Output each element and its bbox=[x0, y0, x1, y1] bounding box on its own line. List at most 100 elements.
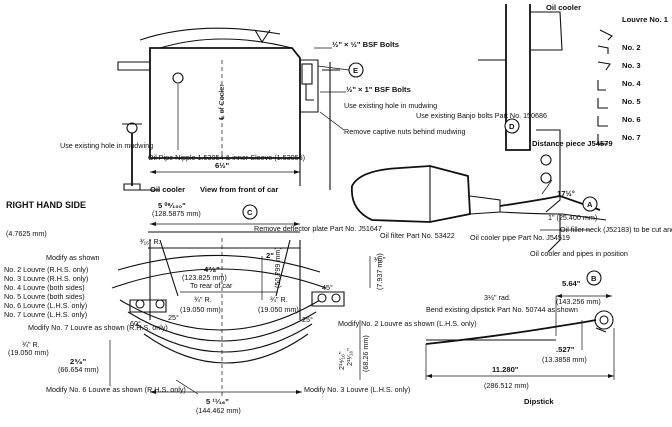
label-distance-piece: Distance piece J54579 bbox=[532, 139, 613, 148]
bracket-top bbox=[254, 29, 271, 44]
callout-c-circle bbox=[242, 204, 258, 220]
label-dim-286: (286.512 mm) bbox=[484, 381, 529, 390]
louvre-arc-3 bbox=[135, 323, 313, 353]
label-deg-45: 45° bbox=[322, 283, 333, 292]
cooler-pipe bbox=[499, 195, 601, 211]
label-dim-2-14: 2¹⁴⁄₁₆" bbox=[337, 351, 346, 370]
label-dim-2-5-8: 2⁵⁄₈" bbox=[70, 357, 87, 366]
label-dim-144: (144.462 mm) bbox=[196, 406, 241, 415]
louvre-upper-arc bbox=[117, 254, 321, 273]
dipstick-view: B bbox=[425, 270, 615, 380]
louvre-list-2: No. 2 Louvre (R.H.S. only) bbox=[4, 265, 88, 274]
label-dim-4762: (4.7625 mm) bbox=[6, 229, 47, 238]
label-dim-50: (50.799 mm) bbox=[273, 247, 282, 288]
louvre-arc-4 bbox=[143, 333, 309, 364]
label-dim-128: (128.5875 mm) bbox=[152, 209, 201, 218]
label-modify7: Modify No. 7 Louvre as shown (R.H.S. onl… bbox=[28, 323, 168, 332]
label-bsf-bolts-2: ½" × 1" BSF Bolts bbox=[346, 85, 411, 94]
left-bolt-2 bbox=[155, 299, 165, 309]
louvre-list-3: No. 3 Louvre (R.H.S. only) bbox=[4, 274, 88, 283]
label-cooler-pipe: Oil cooler pipe Part No. J54519 bbox=[470, 233, 570, 242]
label-dim-143: (143.256 mm) bbox=[556, 297, 601, 306]
label-deg-25b: 25° bbox=[302, 315, 313, 324]
right-mount bbox=[275, 239, 301, 320]
label-r-3-4b: ¾" R. bbox=[270, 295, 288, 304]
label-dim-937: (7.937 mm) bbox=[375, 253, 384, 290]
label-dim-6: 6½" bbox=[215, 161, 230, 170]
label-r-3-16: ³⁄₁₆" R. bbox=[140, 237, 161, 246]
label-r-19a: (19.050 mm) bbox=[180, 305, 221, 314]
label-cooler-pipes-pos: Oil cooler and pipes in position bbox=[530, 249, 628, 258]
label-dim-4-7-8: 4⁷⁄₈" bbox=[204, 265, 220, 274]
label-dim-123: (123.825 mm) bbox=[182, 273, 227, 282]
label-rad: 3½" rad. bbox=[484, 293, 511, 302]
label-r-19c: (19.050 mm) bbox=[8, 348, 49, 357]
callout-d-circle bbox=[504, 118, 520, 134]
label-dim-506: 5 ⁰⁶⁄₁₀₀" bbox=[158, 201, 186, 210]
leader-captive bbox=[319, 111, 345, 131]
label-oil-filter: Oil filter Part No. 53422 bbox=[380, 231, 455, 240]
filler-neck bbox=[547, 214, 561, 253]
right-bolt-2 bbox=[331, 293, 341, 303]
cooler-side bbox=[505, 4, 531, 151]
dipstick-handle bbox=[594, 310, 614, 330]
louvre-arc-1 bbox=[119, 299, 321, 331]
label-banjo: Use existing Banjo bolts Part No. 150686 bbox=[416, 111, 547, 120]
banjo-2 bbox=[540, 172, 552, 184]
label-view-caption: View from front of car bbox=[200, 185, 278, 194]
label-existing-hole-right: Use existing hole in mudwing bbox=[344, 101, 437, 110]
louvre-list-6: No. 6 Louvre (L.H.S. only) bbox=[4, 301, 87, 310]
label-dim-2-11-16: 2¹¹⁄₁₆" bbox=[345, 348, 354, 366]
label-louvre-7: No. 7 bbox=[622, 133, 641, 142]
callout-a-circle bbox=[582, 196, 598, 212]
angle-mark bbox=[541, 179, 553, 195]
label-oil-cooler-caption: Oil cooler bbox=[150, 185, 185, 194]
label-nipple: Oil Pipe Nipple 1.53054 & inner Sleeve (… bbox=[148, 153, 305, 162]
label-to-rear: To rear of car bbox=[190, 281, 233, 290]
label-dim-25400: 1" (25.400 mm) bbox=[548, 213, 597, 222]
dim-11-ext bbox=[425, 328, 615, 380]
cooler-side-top bbox=[530, 11, 563, 51]
dipstick-handle-inner bbox=[599, 315, 609, 325]
louvre-list-5: No. 5 Louvre (both sides) bbox=[4, 292, 85, 301]
distance-pipe bbox=[536, 129, 561, 213]
cooler-body bbox=[149, 47, 301, 159]
louvre-1-shape bbox=[599, 29, 613, 41]
existing-hole-right-text: Use existing hole in mudwing bbox=[344, 101, 437, 110]
oil-filter-body bbox=[350, 165, 471, 223]
label-deg-60: 60° bbox=[130, 319, 141, 328]
label-modify-as-shown: Modify as shown bbox=[46, 253, 100, 262]
louvre-arc-2 bbox=[127, 311, 317, 342]
louvre-3-shape bbox=[597, 61, 611, 71]
callout-b-circle bbox=[586, 270, 602, 286]
label-louvre-1: Louvre No. 1 bbox=[622, 15, 669, 24]
label-bend: Bend existing dipstick Part No. 50744 as… bbox=[426, 305, 578, 314]
bolt-block bbox=[301, 63, 313, 85]
label-modify3: Modify No. 3 Louvre (L.H.S. only) bbox=[304, 385, 410, 394]
label-modify6: Modify No. 6 Louvre as shown (R.H.S. onl… bbox=[46, 385, 186, 394]
filter-adapter bbox=[469, 195, 501, 215]
left-bolt bbox=[135, 299, 145, 309]
left-bracket bbox=[117, 61, 150, 71]
label-dim-13: (13.3858 mm) bbox=[542, 355, 587, 364]
label-r-3-4a: ¾" R. bbox=[194, 295, 212, 304]
nipple-circle bbox=[172, 72, 184, 84]
label-remove-deflector: Remove deflector plate Part No. J51647 bbox=[254, 224, 382, 233]
label-filler-neck: Oil filler neck (J52183) to be cut and w… bbox=[560, 225, 672, 234]
label-dim-2: 2" bbox=[266, 251, 274, 260]
mount-post bbox=[322, 62, 340, 190]
louvre-5-shape bbox=[597, 98, 608, 109]
louvre-list-7: No. 7 Louvre (L.H.S. only) bbox=[4, 310, 87, 319]
left-bracket-box bbox=[129, 299, 167, 313]
label-existing-hole-left: Use existing hole in mudwing bbox=[60, 141, 153, 150]
label-dim-527: .527" bbox=[556, 345, 575, 354]
right-bolt bbox=[317, 293, 327, 303]
label-oil-cooler-top: Oil cooler bbox=[546, 3, 581, 12]
louvre-4-shape bbox=[597, 80, 606, 91]
bolt-shaft bbox=[305, 84, 314, 101]
label-deg-25a: 25° bbox=[168, 313, 179, 322]
banjo-1 bbox=[540, 154, 552, 166]
oil-cooler-front-view: E bbox=[117, 27, 364, 191]
mudwing-outline bbox=[139, 27, 281, 41]
